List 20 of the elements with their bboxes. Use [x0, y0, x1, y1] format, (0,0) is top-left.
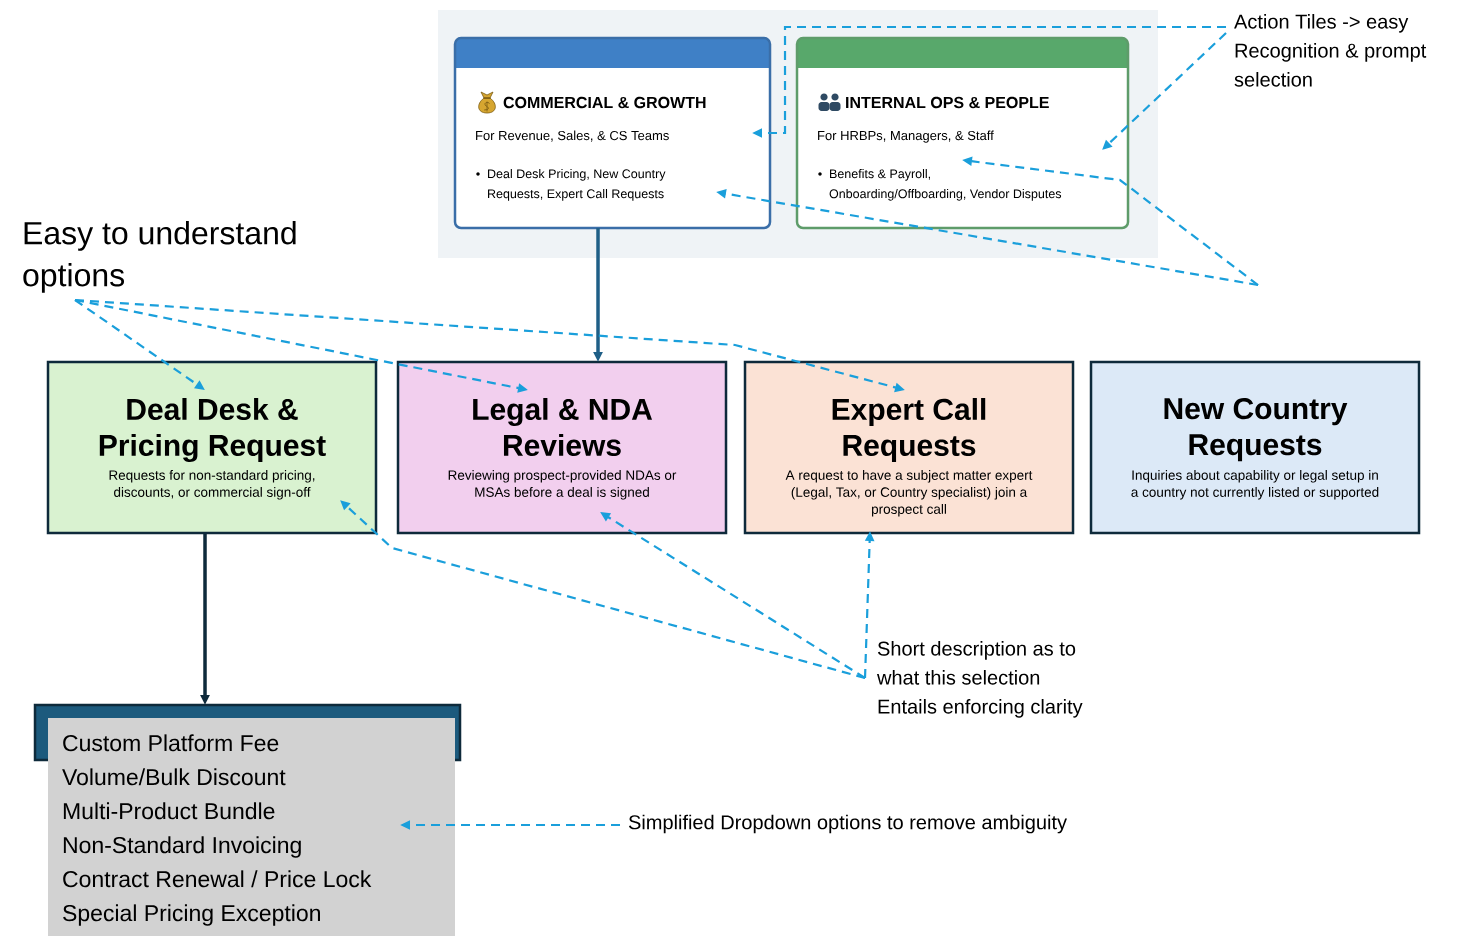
option-title: Deal Desk & Pricing Request [99, 398, 326, 463]
option-title: Expert Call Requests [832, 398, 986, 462]
bullet-text: Benefits & Payroll, Onboarding/Offboarding, Vendor Disputes [829, 169, 1062, 201]
tile-heading: INTERNAL OPS & PEOPLE [846, 96, 1049, 109]
tile-subtitle: For HRBPs, Managers, & Staff [818, 130, 994, 143]
annotation-text: Easy to understand options [23, 221, 296, 293]
dashed-arrow [1102, 32, 1227, 150]
option-title: Legal & NDA Reviews [473, 398, 653, 457]
annotation-text: Simplified Dropdown options to remove ambiguity [628, 814, 1067, 834]
option-description: Inquiries about capability or legal setup in a country not currently listed or supported [1131, 470, 1379, 500]
annotation-text: Action Tiles -> easy Recognition & prompt selection [1234, 14, 1427, 87]
dashed-arrow [340, 500, 866, 680]
option-description: Reviewing prospect-provided NDAs or MSAs before a deal is signed [448, 470, 677, 500]
option-description: Requests for non-standard pricing, discounts, or commercial sign-off [109, 470, 315, 500]
annotation-text: Short description as to what this selection Entails enforcing clarity [877, 641, 1083, 718]
option-title: New Country Requests [1164, 398, 1348, 462]
bullet-text: Deal Desk Pricing, New Country Requests, Expert Call Requests [488, 169, 666, 201]
option-description: A request to have a subject matter expert (Legal, Tax, or Country specialist) join a prospect call [785, 470, 1033, 517]
tile-subtitle: For Revenue, Sales, & CS Teams [476, 130, 669, 142]
tile-heading: COMMERCIAL & GROWTH [503, 96, 706, 109]
